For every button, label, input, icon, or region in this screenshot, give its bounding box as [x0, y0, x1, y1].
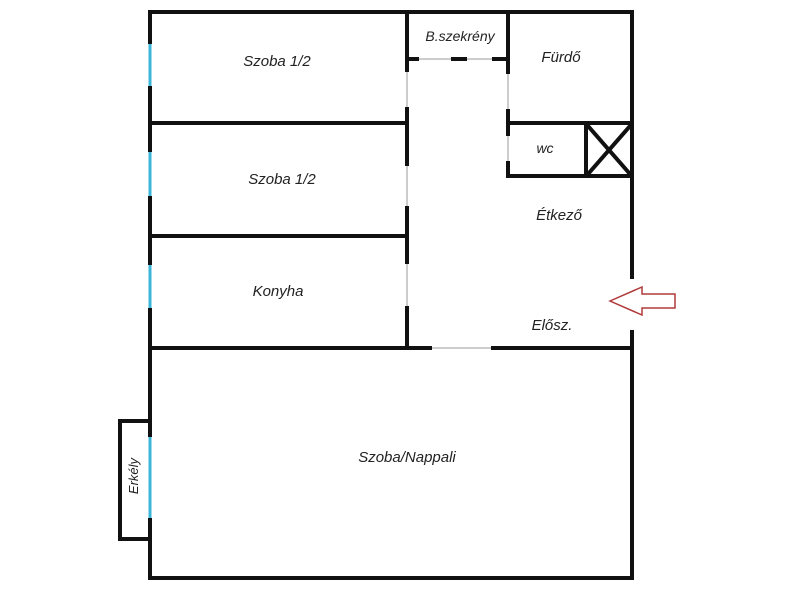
balcony-outline [118, 419, 152, 541]
walls [148, 10, 634, 580]
room-label-konyha: Konyha [253, 283, 304, 300]
room-label-szoba-1: Szoba 1/2 [243, 53, 311, 70]
room-label-wc: wc [536, 140, 553, 156]
room-label-dining: Étkező [536, 207, 583, 224]
door-openings [406, 58, 509, 349]
entrance-arrow-icon [608, 285, 676, 317]
room-label-living: Szoba/Nappali [358, 449, 456, 466]
shaft-x-mark [585, 123, 633, 177]
room-label-balcony: Erkély [126, 456, 141, 494]
room-label-hall: Elősz. [532, 317, 573, 334]
room-label-bathroom: Fürdő [541, 49, 581, 66]
room-label-szoba-2: Szoba 1/2 [248, 171, 316, 188]
room-label-closet: B.szekrény [425, 28, 495, 44]
